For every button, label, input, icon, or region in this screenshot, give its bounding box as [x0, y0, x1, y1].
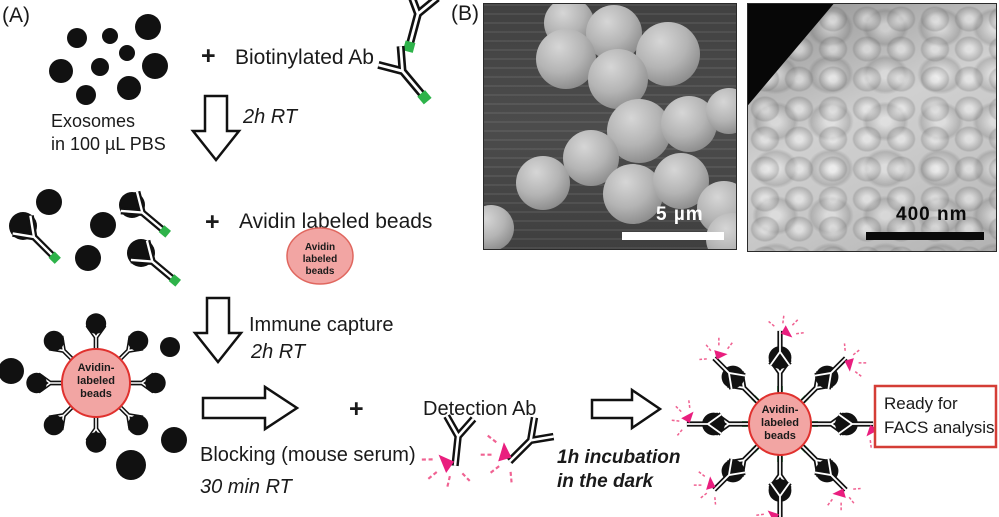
bead-complex-text-line2: labeled	[77, 375, 115, 387]
immune-capture-label: Immune capture	[249, 314, 394, 336]
avidin-bead-text-line1: Avidin	[305, 242, 335, 253]
result-line1: Ready for	[884, 394, 958, 413]
exosome	[142, 53, 168, 79]
result-line2: FACS analysis	[884, 418, 995, 437]
bead-sphere	[516, 156, 570, 210]
sem-image-beads: 5 µm	[483, 3, 737, 250]
avidin-bead-text-line2: labeled	[303, 254, 337, 265]
plus-sign: +	[201, 42, 216, 70]
bead-sphere	[706, 88, 736, 134]
panel-b-label: (B)	[451, 2, 479, 25]
exosomes-caption-line1: Exosomes	[51, 111, 135, 131]
panel-a-label: (A)	[2, 4, 30, 27]
exosome	[91, 58, 109, 76]
avidin-bead	[748, 392, 812, 456]
bead-sphere	[536, 29, 596, 89]
exosome	[75, 245, 101, 271]
avidin-bead-text-line3: beads	[306, 266, 335, 277]
bead-complex-text-line1: Avidin-	[78, 362, 115, 374]
detection-ab-label: Detection Ab	[423, 398, 536, 420]
incubation-condition-line2: in the dark	[557, 471, 655, 492]
plus-sign: +	[349, 395, 364, 423]
right-arrow-icon	[590, 387, 663, 431]
scale-bar-right	[866, 232, 984, 240]
avidin-bead	[61, 348, 131, 418]
biotinylated-antibody-icon	[378, 46, 438, 110]
scale-bar-left	[622, 232, 724, 240]
result-box: Ready for FACS analysis	[873, 384, 998, 449]
free-exosomes	[0, 337, 187, 480]
scale-label-left: 5 µm	[656, 204, 704, 225]
scale-label-right: 400 nm	[896, 204, 968, 225]
right-arrow-icon	[201, 384, 300, 432]
exosome	[160, 337, 180, 357]
exosome	[102, 28, 118, 44]
sem-image-bead-surface: 400 nm	[747, 3, 997, 252]
bead-complex-text-line2: labeled	[761, 417, 799, 429]
blocking-condition: 30 min RT	[200, 476, 294, 498]
exosomes-caption-line2: in 100 µL PBS	[51, 134, 166, 154]
exosome	[0, 358, 24, 384]
capture-bead-complex: Avidin- labeled beads	[26, 313, 165, 452]
exosome	[36, 189, 62, 215]
bead-complex-text-line3: beads	[80, 388, 112, 400]
exosome	[49, 59, 73, 83]
down-arrow-icon	[192, 296, 244, 365]
blocking-label: Blocking (mouse serum)	[200, 444, 416, 466]
exosome-cluster	[49, 14, 168, 105]
bead-complex-text-line1: Avidin-	[762, 404, 799, 416]
down-arrow-icon	[190, 94, 242, 163]
exosome	[116, 450, 146, 480]
exosome	[117, 76, 141, 100]
exosome	[119, 45, 135, 61]
biotinylated-ab-label: Biotinylated Ab	[235, 46, 374, 69]
exosome	[135, 14, 161, 40]
final-labeled-complex: Avidin- labeled beads	[672, 316, 889, 517]
exosome	[67, 28, 87, 48]
bead-complex-text-line3: beads	[764, 430, 796, 442]
exosome	[90, 212, 116, 238]
incubation-condition-line1: 1h incubation	[557, 447, 681, 468]
avidin-beads-label: Avidin labeled beads	[239, 210, 432, 233]
step2-condition: 2h RT	[250, 341, 307, 363]
exosome-antibody-complexes	[9, 189, 186, 293]
avidin-bead-icon: Avidin labeled beads	[286, 227, 354, 285]
detection-antibody-icon	[419, 414, 476, 489]
dark-corner	[748, 4, 834, 106]
bead-sphere	[484, 205, 514, 249]
exosome	[76, 85, 96, 105]
exosome	[161, 427, 187, 453]
plus-sign: +	[205, 208, 220, 236]
step1-condition: 2h RT	[242, 106, 299, 128]
